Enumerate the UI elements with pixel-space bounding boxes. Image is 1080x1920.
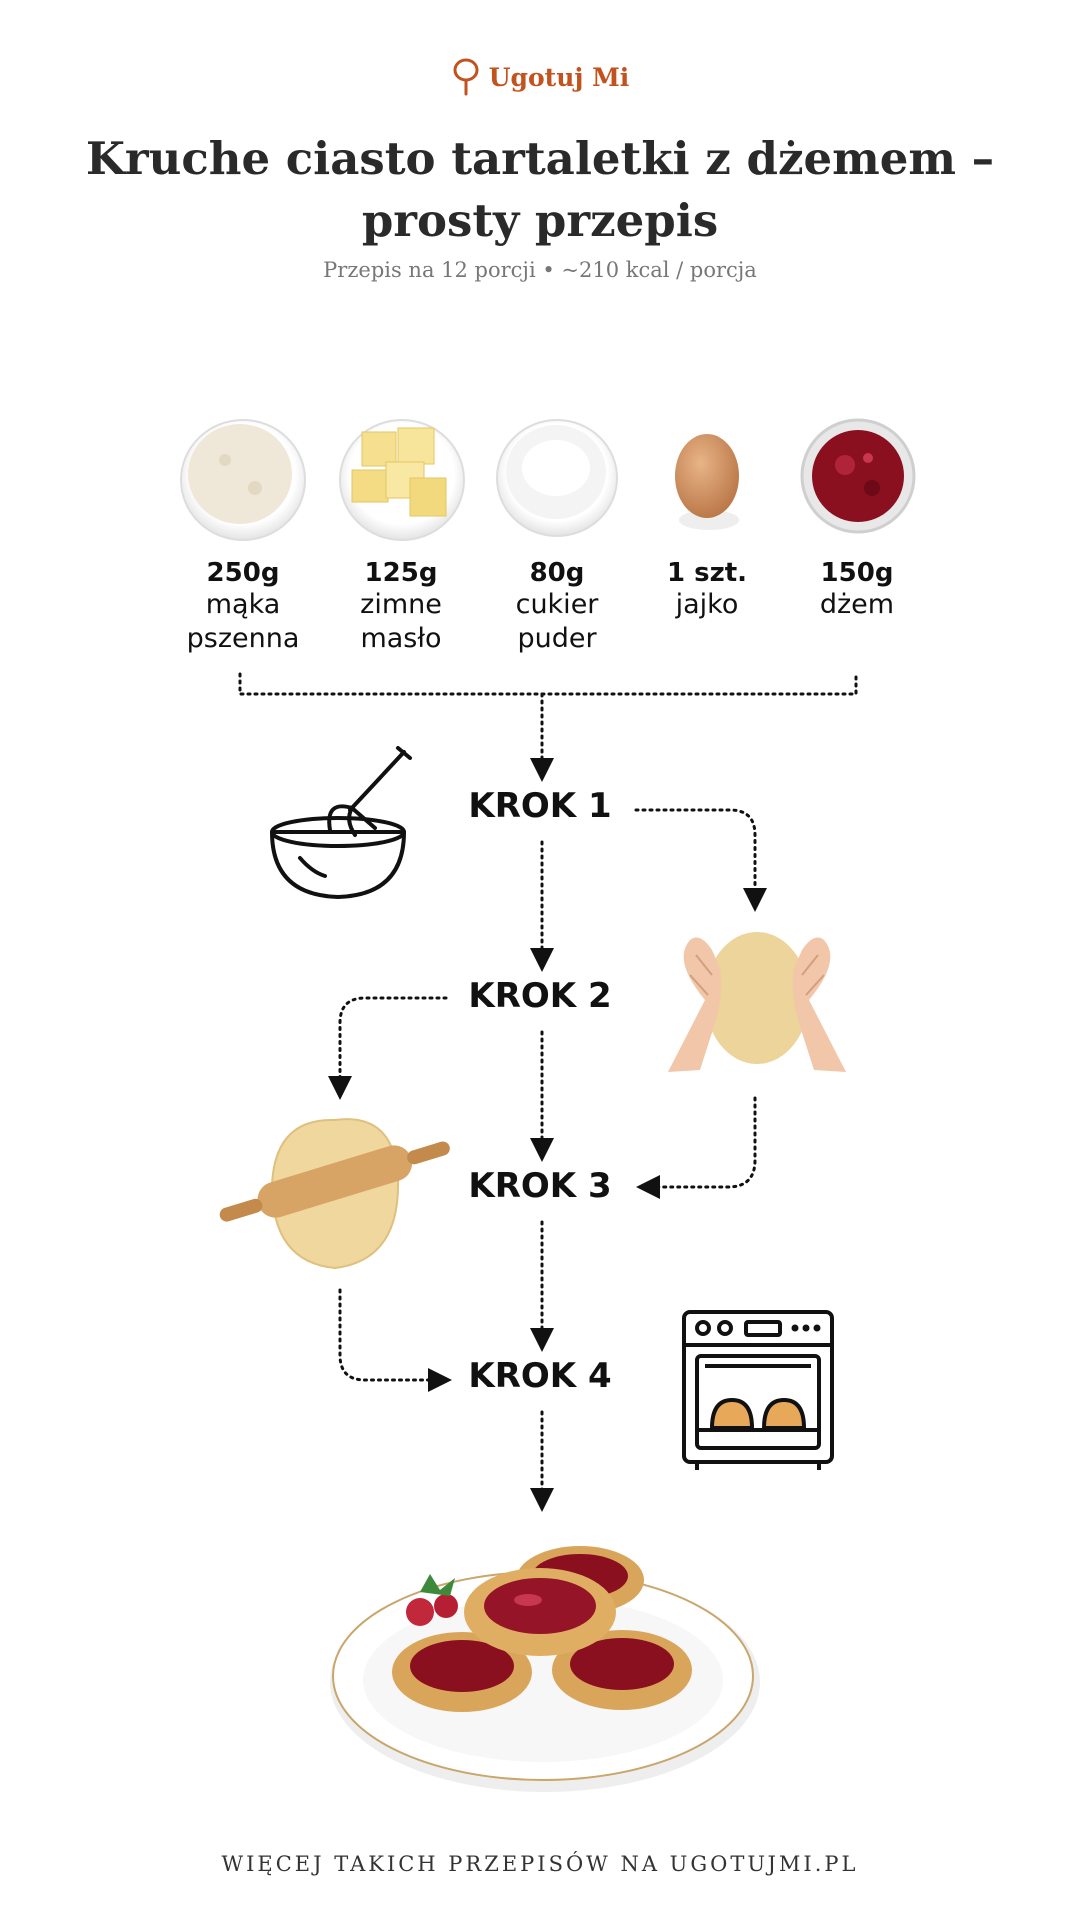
step-3-label: KROK 3 xyxy=(468,1166,612,1206)
ingredients-bracket xyxy=(238,672,858,696)
connector-rolling-step4 xyxy=(338,1288,452,1392)
ingredient-qty: 150g xyxy=(820,558,894,588)
step-1-label: KROK 1 xyxy=(468,786,612,826)
spoon-logo-icon xyxy=(453,58,479,96)
ingredient-images xyxy=(180,418,916,541)
tartlets-plate-icon xyxy=(330,1546,760,1792)
ingredient-name: mąka pszenna xyxy=(186,589,300,654)
connector-step2-rolling xyxy=(328,996,448,1100)
ingredient-name: cukier puder xyxy=(515,589,599,654)
connector-kneading-step3 xyxy=(636,1096,757,1199)
recipe-subtitle: Przepis na 12 porcji • ~210 kcal / porcj… xyxy=(323,258,757,282)
rolling-pin-icon xyxy=(219,1118,450,1270)
jam-jar-icon xyxy=(800,418,916,534)
flour-bowl-icon xyxy=(180,419,306,541)
ingredient-qty: 80g xyxy=(529,558,585,588)
brand[interactable]: Ugotuj Mi xyxy=(0,58,1080,96)
kneading-hands-icon xyxy=(668,932,846,1072)
ingredient-qty: 125g xyxy=(364,558,438,588)
ingredient-name: jajko xyxy=(675,589,739,620)
page-title: Kruche ciasto tartaletki z dżemem – pros… xyxy=(85,132,995,247)
ingredient-name: dżem xyxy=(819,589,895,620)
ingredient-qty: 250g xyxy=(206,558,280,588)
butter-bowl-icon xyxy=(339,419,465,541)
step-4-label: KROK 4 xyxy=(468,1356,612,1396)
ingredient-jam: 150g dżem xyxy=(772,410,942,622)
step-2-label: KROK 2 xyxy=(468,976,612,1016)
whisk-bowl-icon xyxy=(270,746,412,899)
oven-icon xyxy=(682,1310,834,1470)
ingredient-name: zimne masło xyxy=(360,589,442,654)
ingredient-flour: 250g mąka pszenna xyxy=(158,410,328,656)
ingredient-butter: 125g zimne masło xyxy=(316,410,486,656)
egg-icon xyxy=(675,434,739,530)
sugar-bowl-icon xyxy=(496,419,618,537)
brand-name: Ugotuj Mi xyxy=(488,62,630,92)
footer-link[interactable]: WIĘCEJ TAKICH PRZEPISÓW NA UGOTUJMI.PL xyxy=(221,1852,859,1876)
ingredient-sugar: 80g cukier puder xyxy=(472,410,642,656)
connector-step1-kneading xyxy=(634,808,767,912)
ingredient-qty: 1 szt. xyxy=(666,558,748,588)
ingredient-egg: 1 szt. jajko xyxy=(622,410,792,622)
